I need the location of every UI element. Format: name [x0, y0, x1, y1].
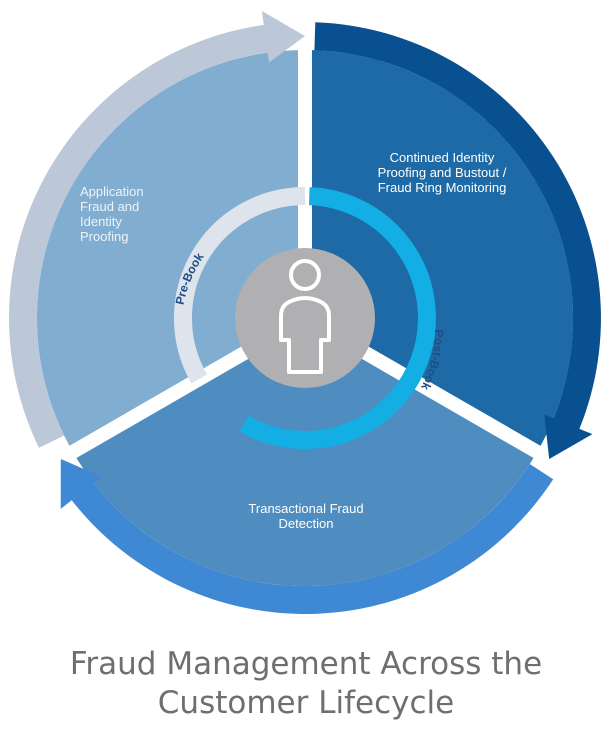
arrow-transactional [60, 459, 554, 614]
page-title: Fraud Management Across the Customer Lif… [69, 646, 543, 721]
ring-post-book [239, 187, 436, 450]
center-circle [235, 248, 375, 388]
ring-pre-book [173, 187, 306, 384]
arrow-continued [314, 22, 601, 459]
lifecycle-diagram-svg: Pre-Book Post-Book [9, 11, 601, 614]
segment-label-continued-identity: Continued Identity Proofing and Bustout … [377, 150, 507, 195]
arrow-application [9, 11, 305, 448]
lifecycle-diagram: Pre-Book Post-Book [9, 11, 601, 614]
segment-label-transactional: Transactional Fraud Detection [248, 501, 364, 531]
person-icon [279, 259, 331, 374]
segment-label-application: Application Fraud and Identity Proofing [80, 184, 144, 244]
